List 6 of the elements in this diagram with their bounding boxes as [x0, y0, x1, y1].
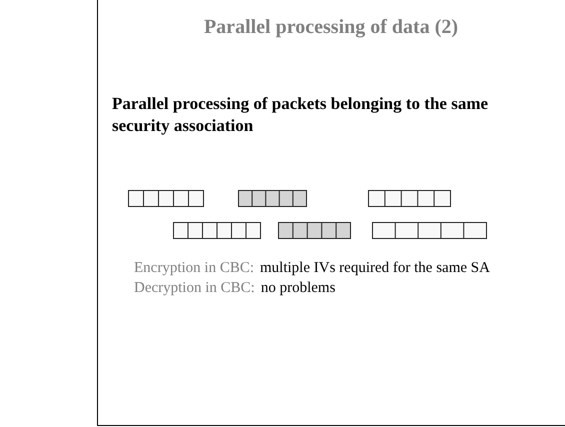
note-label: Decryption in CBC:	[134, 279, 255, 298]
note-text: no problems	[260, 279, 336, 298]
slide-title: Parallel processing of data (2)	[202, 15, 460, 40]
note-text: multiple IVs required for the same SA	[260, 259, 490, 278]
note-label: Encryption in CBC:	[134, 259, 254, 278]
heading: Parallel processing of packets belonging to the same security association	[112, 93, 490, 137]
